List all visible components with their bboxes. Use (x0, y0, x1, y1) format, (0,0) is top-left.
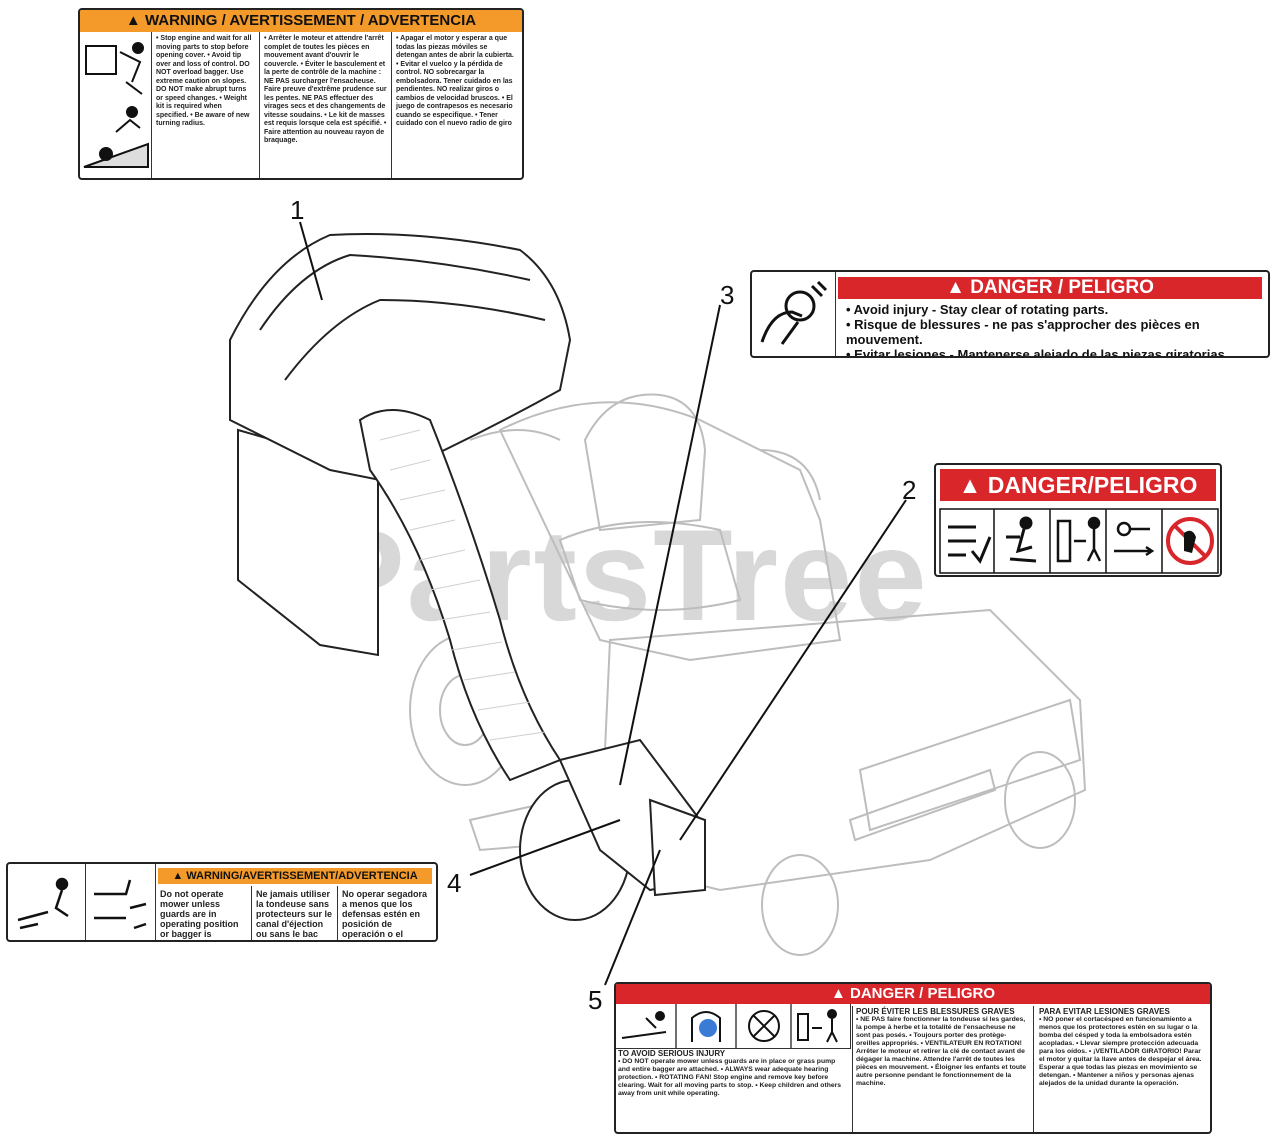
decal-warning-guards: ▲ WARNING/AVERTISSEMENT/ADVERTENCIA Do n… (6, 862, 438, 942)
pictogram-column (80, 32, 152, 178)
thrown-object-icon (621, 1011, 667, 1039)
mower-body (498, 401, 842, 662)
hopper-lid (229, 233, 572, 482)
danger-line-fr: • Risque de blessures - ne pas s'approch… (846, 317, 1200, 347)
control-arm-left (469, 429, 561, 441)
decal-header: ▲ DANGER / PELIGRO (616, 984, 1210, 1004)
seat-back (583, 393, 707, 532)
danger-line-en: • Avoid injury - Stay clear of rotating … (846, 302, 1109, 317)
decal-header-text: WARNING/AVERTISSEMENT/ADVERTENCIA (186, 870, 418, 882)
leader-5 (604, 849, 661, 986)
decal-header: ▲ WARNING / AVERTISSEMENT / ADVERTENCIA (80, 10, 522, 32)
danger-line-es: • Evitar lesiones - Mantenerse alejado d… (846, 347, 1229, 358)
hopper-lid-ridge (259, 253, 531, 331)
caster-wheel-right (1004, 751, 1076, 849)
warning-triangle-icon: ▲ (830, 985, 846, 1002)
text-col-es: • Apagar el motor y esperar a que todas … (396, 35, 514, 127)
pictogram-chute-guard (86, 864, 156, 940)
decal-header: ▲ DANGER / PELIGRO (838, 277, 1262, 299)
seat-cushion (558, 521, 742, 611)
caster-wheel-left (761, 854, 839, 956)
flex-hose (358, 409, 562, 782)
decal-header-text: DANGER / PELIGRO (970, 277, 1154, 298)
text-col-en: Do not operate mower unless guards are i… (156, 886, 252, 940)
thrown-object-icon (1006, 516, 1037, 563)
decal-header-text: DANGER/PELIGRO (987, 472, 1198, 498)
callout-2: 2 (902, 475, 917, 505)
text-col-es: No operar segadora a menos que los defen… (342, 889, 428, 940)
remove-key-icon (1114, 521, 1155, 557)
tipover-on-slope-icon (83, 106, 149, 168)
decal-danger-pictograms: ▲ DANGER/PELIGRO (934, 463, 1222, 577)
callout-3: 3 (720, 280, 735, 310)
decal-danger-rotating: ▲ DANGER / PELIGRO • Avoid injury - Stay… (750, 270, 1270, 358)
hearing-protection-icon (691, 1011, 721, 1042)
leader-3 (619, 304, 721, 786)
es-title: PARA EVITAR LESIONES GRAVES (1039, 1007, 1170, 1016)
decal-header: ▲ DANGER/PELIGRO (940, 469, 1216, 501)
warning-triangle-icon: ▲ (958, 472, 982, 498)
es-text: • NO poner el cortacésped en funcionamie… (1039, 1016, 1202, 1087)
decal-top-warning: ▲ WARNING / AVERTISSEMENT / ADVERTENCIA … (78, 8, 524, 180)
text-col-en: • Stop engine and wait for all moving pa… (152, 32, 260, 178)
warning-triangle-icon: ▲ (125, 12, 141, 29)
fr-text: • NE PAS faire fonctionner la tondeuse s… (856, 1016, 1027, 1087)
decal-danger-bottom: ▲ DANGER / PELIGRO TO AVOID SERIOUS INJU… (614, 982, 1212, 1134)
leader-1 (299, 221, 323, 301)
pictogram-cell (752, 272, 836, 356)
text-col-fr: Ne jamais utiliser la tondeuse sans prot… (252, 886, 338, 940)
text-col-fr: • Arrêter le moteur et attendre l'arrêt … (260, 32, 392, 178)
hand-in-cover-icon (85, 42, 144, 95)
fr-title: POUR ÉVITER LES BLESSURES GRAVES (856, 1007, 1015, 1016)
keep-distance-icon (797, 1009, 838, 1043)
callout-1: 1 (290, 195, 305, 225)
control-arm-right (759, 449, 821, 501)
decal-header-text: DANGER / PELIGRO (850, 985, 996, 1002)
hand-entanglement-icon (760, 280, 828, 345)
leader-2 (679, 499, 907, 841)
deck-grill (848, 768, 997, 842)
hopper-lid-ridge-2 (284, 298, 546, 381)
deck-front-rail (858, 698, 1082, 832)
callout-5: 5 (588, 985, 603, 1015)
en-title: TO AVOID SERIOUS INJURY (618, 1049, 726, 1058)
leader-4 (469, 819, 621, 876)
en-text: • DO NOT operate mower unless guards are… (618, 1058, 842, 1097)
warning-triangle-icon: ▲ (946, 277, 965, 298)
read-manual-icon (948, 525, 992, 564)
keep-distance-icon (1056, 516, 1102, 563)
warning-triangle-icon: ▲ (172, 870, 184, 882)
callout-4: 4 (447, 868, 462, 898)
rotating-fan-icon (748, 1010, 780, 1042)
pictogram-thrown-object (8, 864, 86, 940)
decal-header-text: WARNING / AVERTISSEMENT / ADVERTENCIA (144, 12, 477, 29)
decal-header: ▲ WARNING/AVERTISSEMENT/ADVERTENCIA (158, 868, 432, 884)
